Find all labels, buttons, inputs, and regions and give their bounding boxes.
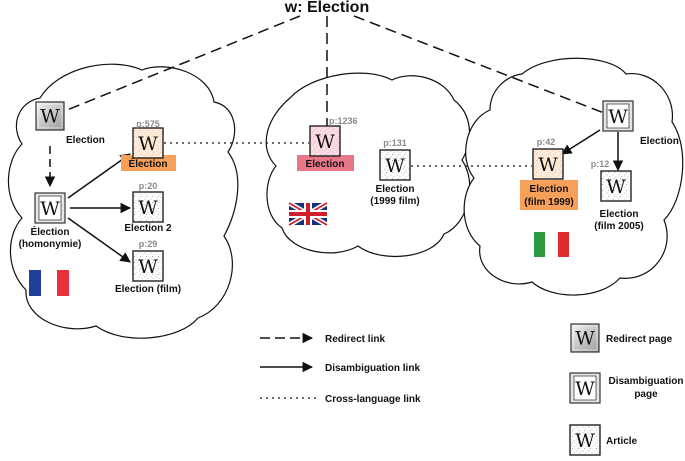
it-1999-label-line1: Election [530, 184, 569, 195]
english-wiki-cloud [265, 72, 471, 258]
svg-text:W: W [606, 176, 626, 198]
diagram-title: w: Election [284, 0, 369, 16]
svg-text:W: W [138, 197, 158, 219]
cross-language-links [164, 142, 532, 167]
redirect-page-icon: W [35, 101, 65, 131]
it-2005-node: W [600, 170, 632, 202]
legend-disambiguation-page-icon: W [569, 372, 601, 404]
fr-film-node: W [132, 250, 164, 282]
legend-article-label: Article [606, 436, 638, 447]
french-wiki-cloud [7, 63, 239, 339]
fr-e2-label: Election 2 [124, 223, 172, 234]
it-2005-label-line2: (film 2005) [594, 221, 643, 232]
internal-links [44, 129, 624, 263]
fr-main-node: W [132, 127, 164, 159]
svg-text:W: W [575, 378, 595, 400]
en-1999-popularity: p:131 [383, 138, 407, 148]
fr-disamb-to-film-link [67, 217, 131, 263]
legend-links: Redirect link Disambiguation link Cross-… [260, 332, 421, 405]
svg-text:W: W [315, 131, 335, 153]
legend-cross-language-link: Cross-language link [260, 394, 421, 405]
en-main-highlight [297, 155, 354, 171]
it-disamb-label: Election [640, 136, 679, 147]
italian-wiki-cloud [463, 57, 684, 296]
it-2005-popularity: p:12 [591, 159, 610, 169]
flag-uk-icon [287, 200, 329, 228]
en-1999-label-line1: Election [376, 184, 415, 195]
flag-france-icon [29, 270, 69, 296]
svg-text:W: W [608, 106, 628, 128]
legend-redirect-page-label: Redirect page [606, 334, 673, 345]
article-icon: W [132, 127, 164, 159]
svg-text:W: W [385, 155, 405, 177]
fr-main-popularity: p:575 [136, 119, 160, 129]
fr-disamb-node: W [34, 192, 66, 224]
it-1999-highlight [520, 180, 578, 210]
legend-disambiguation-link: Disambiguation link [260, 361, 420, 374]
legend-disambiguation-page-label-line1: Disambiguation [608, 376, 683, 387]
legend-redirect-link-label: Redirect link [325, 334, 385, 345]
disambiguation-page-icon: W [34, 192, 66, 224]
fr-main-highlight [121, 155, 176, 171]
disambiguation-page-icon: W [602, 100, 634, 132]
svg-text:W: W [575, 328, 595, 350]
it-1999-label-line2: (film 1999) [524, 197, 573, 208]
en-main-label: Election [306, 159, 345, 170]
fr-main-label: Élection [129, 157, 168, 170]
fr-disamb-label-line1: Élection [31, 225, 70, 238]
it-disamb-to-1999-link [561, 129, 601, 155]
fr-film-label: Election (film) [115, 284, 181, 295]
article-icon: W [532, 148, 564, 180]
fr-redirect-label: Election [66, 135, 105, 146]
fr-e2-node: W [132, 191, 164, 223]
svg-text:W: W [40, 198, 60, 220]
fr-disamb-to-main-link [67, 153, 131, 199]
en-main-popularity: p:1236 [329, 116, 358, 126]
fr-disamb-label-line2: (homonymie) [19, 239, 82, 250]
svg-text:W: W [575, 430, 595, 452]
article-icon: W [379, 149, 411, 181]
svg-text:W: W [40, 106, 60, 128]
legend-redirect-link: Redirect link [260, 332, 385, 345]
it-1999-popularity: p:42 [537, 137, 556, 147]
flag-italy-icon [534, 232, 569, 257]
legend-pages: W Redirect page W Disambiguation page W … [569, 323, 684, 456]
svg-text:W: W [538, 154, 558, 176]
legend-article-icon: W [569, 424, 601, 456]
fr-film-popularity: p:29 [139, 239, 158, 249]
it-disamb-node: W [602, 100, 634, 132]
svg-text:W: W [138, 133, 158, 155]
it-1999-node: W [532, 148, 564, 180]
redirect-link-to-italian [353, 15, 605, 114]
legend-disambiguation-link-label: Disambiguation link [325, 363, 420, 374]
article-icon: W [309, 125, 341, 157]
en-main-node: W [309, 125, 341, 157]
article-icon: W [600, 170, 632, 202]
en-1999-label-line2: (1999 film) [370, 196, 419, 207]
article-icon: W [132, 250, 164, 282]
legend-cross-language-link-label: Cross-language link [325, 394, 421, 405]
it-2005-label-line1: Election [600, 209, 639, 220]
redirect-link-to-french [61, 15, 301, 113]
article-icon: W [132, 191, 164, 223]
svg-text:W: W [138, 256, 158, 278]
legend-disambiguation-page-label-line2: page [634, 389, 658, 400]
fr-redirect-node: W [35, 101, 65, 131]
legend-redirect-page-icon: W [570, 323, 600, 353]
en-1999-node: W [379, 149, 411, 181]
fr-e2-popularity: p:20 [139, 181, 158, 191]
title-redirect-links [61, 15, 605, 128]
